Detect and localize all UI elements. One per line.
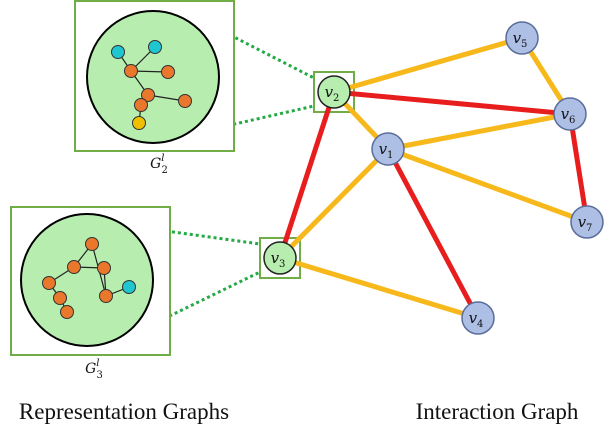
- zoom-connector: [229, 33, 315, 80]
- zoom-connector: [109, 270, 261, 347]
- node-v2: v2: [317, 75, 351, 109]
- node-label: v3: [271, 249, 286, 270]
- node-circle: [505, 21, 539, 55]
- node-circle: [553, 97, 587, 131]
- node-v4: v4: [461, 301, 495, 335]
- representation-node: [178, 94, 192, 108]
- node-circle: [263, 241, 297, 275]
- representation-graph-circle: [20, 213, 154, 347]
- representation-node: [124, 64, 138, 78]
- representation-node: [99, 289, 113, 303]
- zoom-connector: [165, 229, 261, 246]
- representation-node: [141, 88, 155, 102]
- node-zoom-box: [259, 237, 301, 279]
- node-v5: v5: [505, 21, 539, 55]
- interaction-nodes: v1 v2 v3 v4 v5 v6 v7: [263, 21, 604, 335]
- edge-v1-v7-yellow: [385, 146, 590, 225]
- interaction-graph-caption: Interaction Graph: [416, 399, 579, 424]
- representation-node: [134, 98, 148, 112]
- representation-node: [42, 276, 56, 290]
- node-circle: [317, 75, 351, 109]
- node-label: v5: [513, 29, 528, 50]
- node-circle: [461, 301, 495, 335]
- node-circle: [570, 205, 604, 239]
- node-circle: [371, 132, 405, 166]
- edge-v2-v5-yellow: [331, 35, 525, 95]
- representation-node: [132, 116, 146, 130]
- representation-node: [148, 40, 162, 54]
- node-v1: v1: [371, 132, 405, 166]
- node-label: v4: [469, 309, 484, 330]
- representation-node: [97, 261, 111, 275]
- edge-v1-v4-red: [385, 146, 481, 321]
- representation-graphs-caption: Representation Graphs: [19, 399, 229, 424]
- representation-node: [53, 291, 67, 305]
- node-v7: v7: [570, 205, 604, 239]
- representation-node: [111, 45, 125, 59]
- node-label: v7: [578, 213, 593, 234]
- edge-v2-v3-red: [277, 89, 337, 261]
- node-v3: v3: [263, 241, 297, 275]
- edge-v2-v6-red: [331, 89, 573, 117]
- edge-v6-v7-red: [567, 111, 590, 225]
- representation-graph-circle: [86, 10, 220, 144]
- representation-node: [85, 237, 99, 251]
- representation-node: [122, 280, 136, 294]
- edge-v1-v6-yellow: [385, 111, 573, 152]
- node-v6: v6: [553, 97, 587, 131]
- node-label: v2: [325, 83, 340, 104]
- representation-node: [60, 305, 74, 319]
- edge-v3-v4-yellow: [277, 255, 481, 321]
- representation-node: [161, 65, 175, 79]
- node-label: v1: [379, 140, 394, 161]
- edge-v1-v3-yellow: [277, 146, 391, 261]
- interaction-edges: [277, 35, 590, 321]
- node-label: v6: [561, 105, 576, 126]
- representation-node: [67, 260, 81, 274]
